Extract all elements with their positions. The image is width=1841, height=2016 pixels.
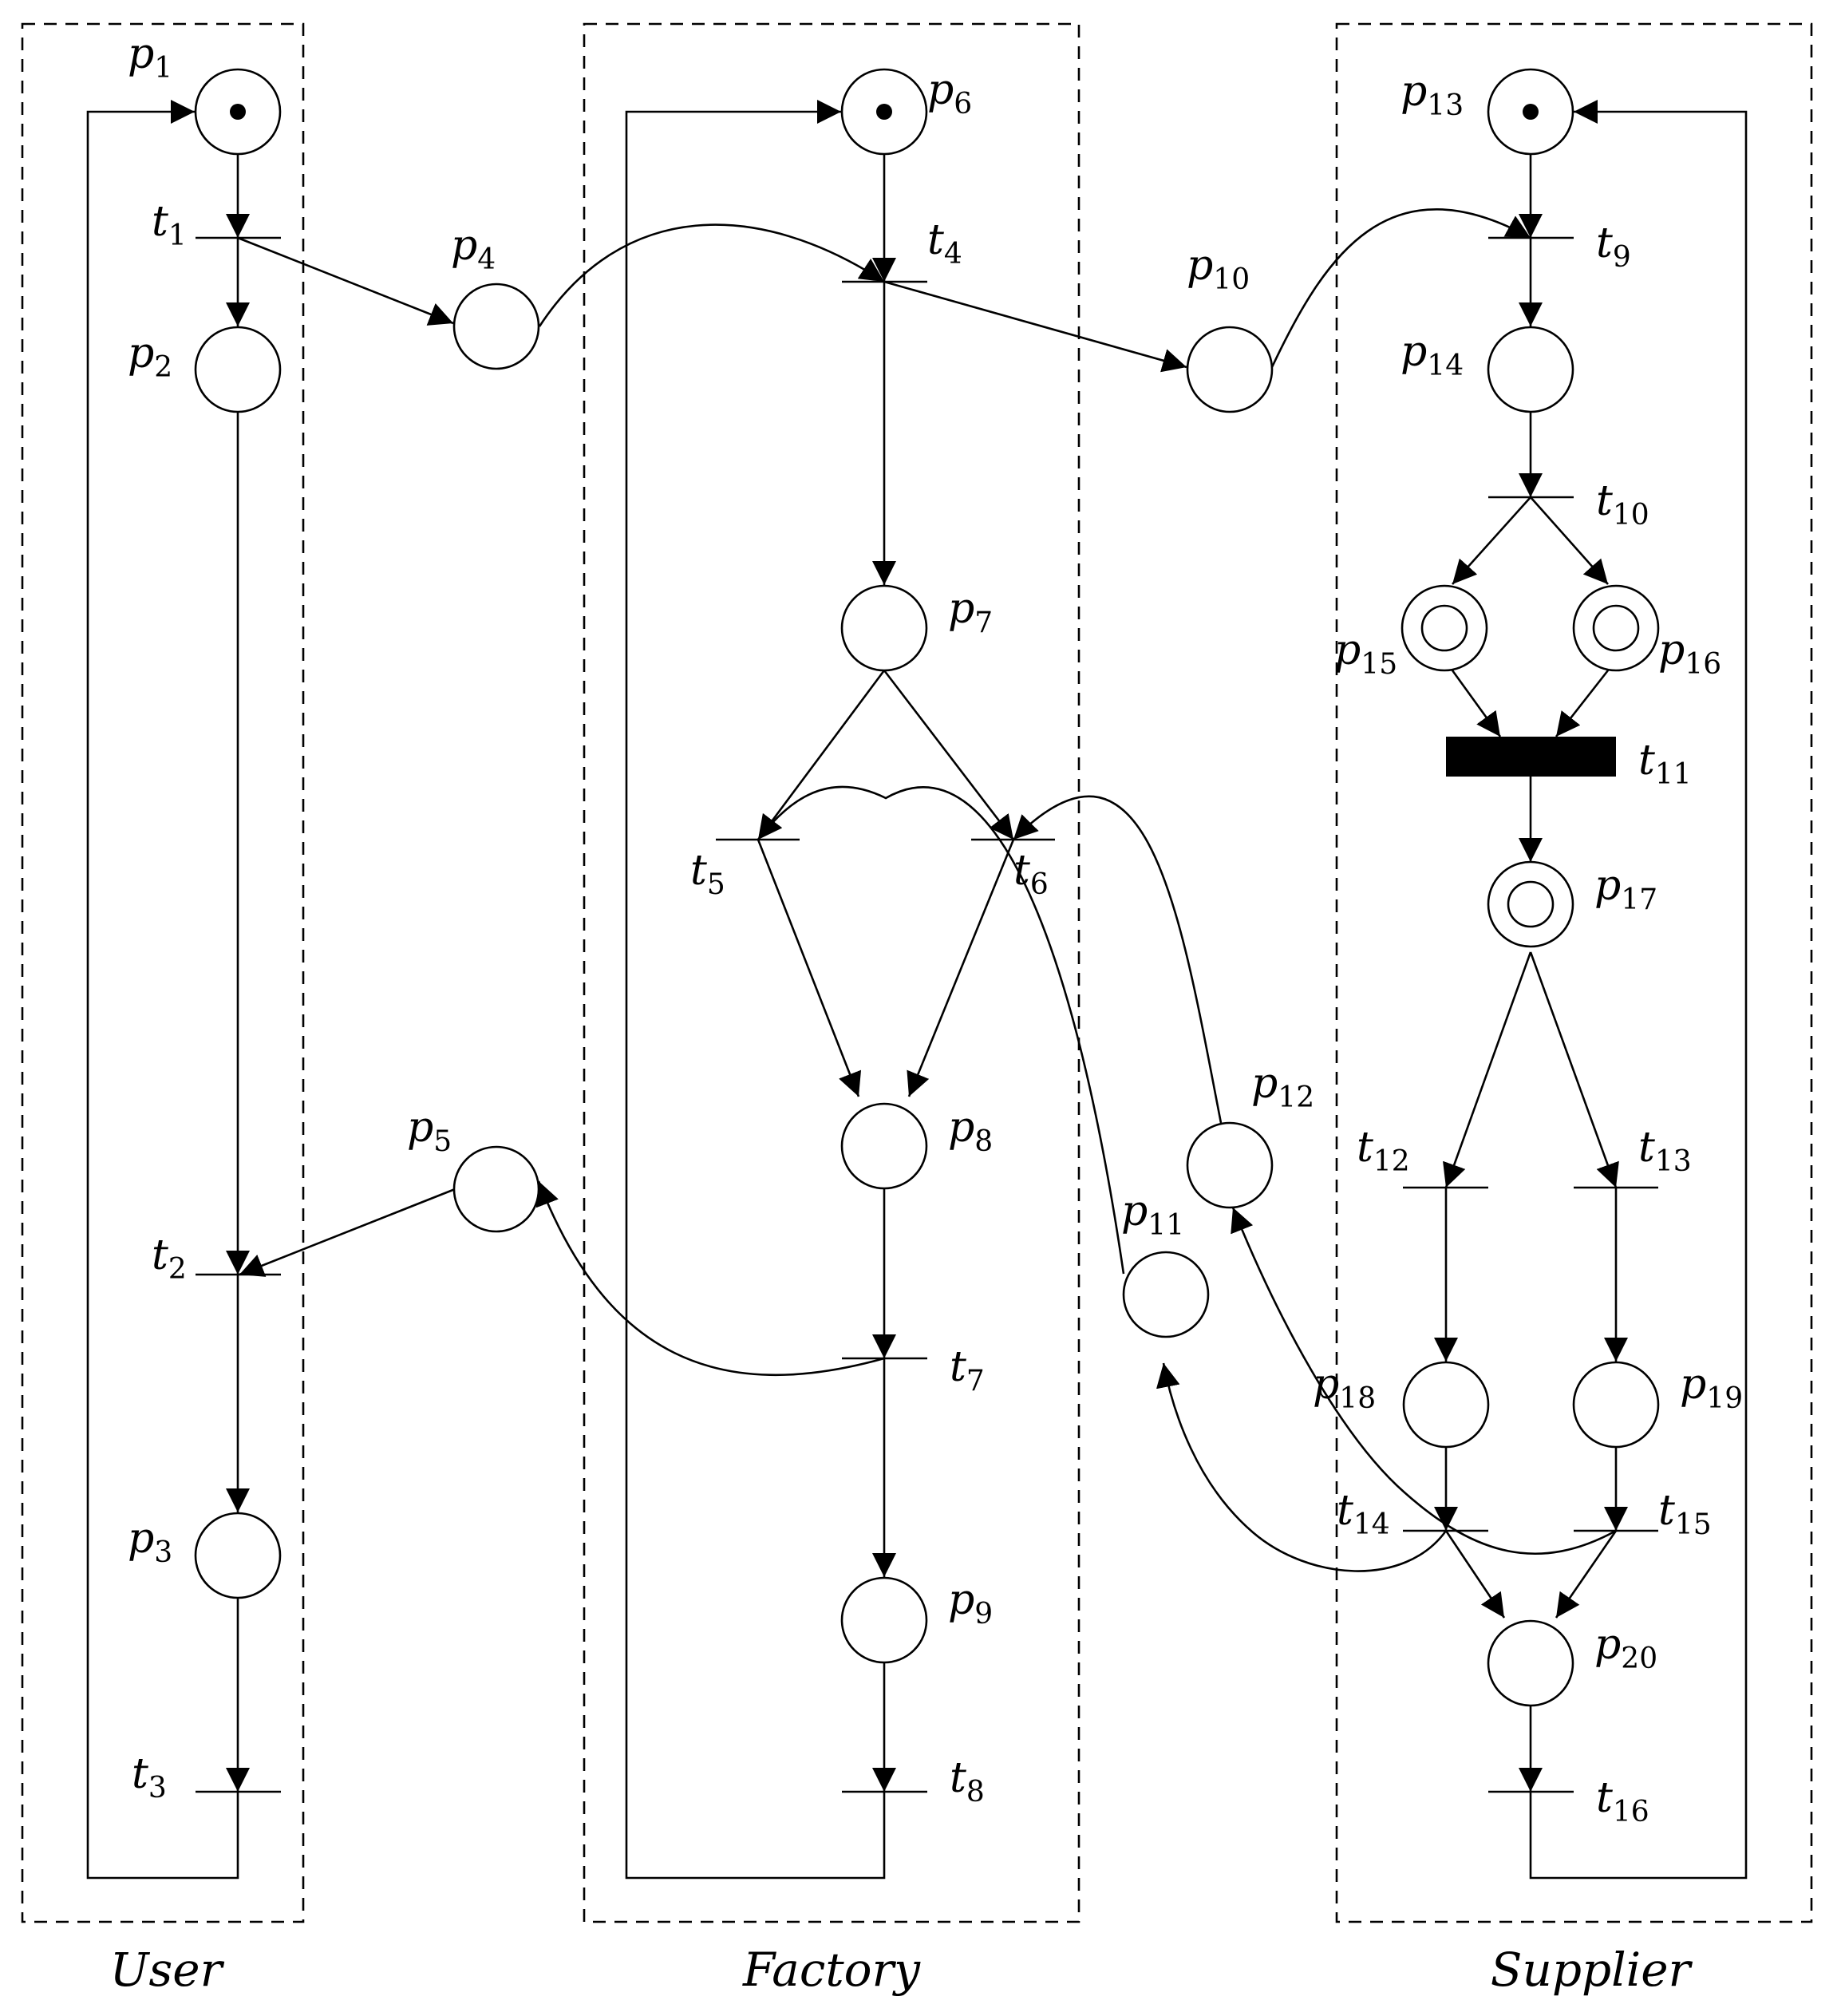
label-t6: t6 <box>1013 847 1049 901</box>
lane-caption-factory: Factory <box>742 1943 921 1997</box>
arc-p15-t11 <box>1451 670 1502 737</box>
transition-t11 <box>1446 737 1616 777</box>
place-p12 <box>1186 1121 1274 1209</box>
arc-t14-p11 <box>1156 1362 1448 1572</box>
arc-t5-p8 <box>757 839 862 1097</box>
label-p17: p17 <box>1594 862 1657 916</box>
label-p9: p9 <box>948 1576 993 1631</box>
arc-p12-t6 <box>1013 795 1223 1124</box>
arc-t6-p8 <box>907 839 1015 1097</box>
label-p8: p8 <box>948 1104 993 1158</box>
label-p19: p19 <box>1680 1361 1743 1415</box>
label-p2: p2 <box>128 330 172 384</box>
token-dot <box>876 104 892 120</box>
label-p16: p16 <box>1658 627 1721 681</box>
label-p5: p5 <box>407 1104 452 1158</box>
place-p17 <box>1487 860 1574 948</box>
arc-t4-p10 <box>883 280 1187 373</box>
place-p9 <box>840 1576 928 1664</box>
arc-t10-p15 <box>1452 496 1531 585</box>
label-p3: p3 <box>128 1515 172 1569</box>
label-t14: t14 <box>1337 1487 1390 1541</box>
arc-t7-p5 <box>535 1180 885 1377</box>
label-t11: t11 <box>1638 737 1692 791</box>
place-p4 <box>452 283 540 370</box>
place-p7 <box>840 584 928 672</box>
label-p11: p11 <box>1121 1188 1184 1242</box>
arc-p17-t13 <box>1529 951 1619 1188</box>
label-t16: t16 <box>1596 1774 1649 1828</box>
arc-p16-t11 <box>1555 670 1610 737</box>
arc-t1-p4 <box>237 236 454 326</box>
place-p13 <box>1487 68 1574 156</box>
token-dot <box>1523 104 1539 120</box>
lane-caption-supplier: Supplier <box>1491 1943 1693 1997</box>
lane-box-supplier <box>1335 22 1813 1923</box>
label-t1: t1 <box>152 198 187 252</box>
lane-box-user <box>21 22 305 1923</box>
label-p1: p1 <box>128 30 172 85</box>
place-p19 <box>1572 1361 1660 1449</box>
place-p6 <box>840 68 928 156</box>
label-p13: p13 <box>1401 68 1464 122</box>
place-p20 <box>1487 1619 1574 1707</box>
arc-p5-t2 <box>239 1188 456 1277</box>
arc-t16-p13 <box>1529 100 1748 1880</box>
token-dot <box>230 104 246 120</box>
arc-t15-p12 <box>1231 1207 1617 1555</box>
label-t7: t7 <box>950 1343 985 1397</box>
place-p11 <box>1122 1251 1210 1338</box>
label-p7: p7 <box>948 585 993 639</box>
label-t2: t2 <box>152 1231 187 1286</box>
arc-t3-p1 <box>86 100 239 1880</box>
label-t8: t8 <box>950 1754 985 1808</box>
arc-t14-p20 <box>1444 1530 1506 1619</box>
place-p3 <box>194 1512 282 1599</box>
arc-p7-t5 <box>757 670 886 840</box>
place-p15 <box>1401 584 1488 672</box>
place-p16 <box>1572 584 1660 672</box>
label-p20: p20 <box>1594 1621 1657 1675</box>
label-p15: p15 <box>1334 627 1397 681</box>
lane-caption-user: User <box>110 1943 225 1997</box>
arc-p7-t6 <box>883 670 1015 840</box>
label-p6: p6 <box>927 66 972 121</box>
label-t4: t4 <box>927 216 962 271</box>
arc-p10-t9 <box>1270 208 1531 368</box>
label-t9: t9 <box>1596 219 1631 274</box>
place-p1 <box>194 68 282 156</box>
label-t13: t13 <box>1638 1124 1692 1178</box>
label-t5: t5 <box>690 847 725 901</box>
arc-t10-p16 <box>1530 496 1609 585</box>
label-p10: p10 <box>1187 242 1250 296</box>
arc-t8-p6 <box>625 100 886 1880</box>
place-p8 <box>840 1102 928 1190</box>
place-p14 <box>1487 326 1574 413</box>
label-p12: p12 <box>1251 1060 1314 1114</box>
arc-p4-t4 <box>538 223 885 327</box>
place-p5 <box>452 1145 540 1233</box>
label-p4: p4 <box>451 222 496 276</box>
arc-p11-t5 <box>757 785 1125 1275</box>
place-p10 <box>1186 326 1274 413</box>
place-p2 <box>194 326 282 413</box>
label-t10: t10 <box>1596 477 1649 532</box>
arc-t15-p20 <box>1555 1530 1618 1619</box>
label-t12: t12 <box>1357 1124 1410 1178</box>
place-p18 <box>1402 1361 1490 1449</box>
label-p14: p14 <box>1401 328 1464 382</box>
label-p18: p18 <box>1313 1361 1376 1415</box>
label-t15: t15 <box>1658 1487 1712 1541</box>
lane-box-factory <box>583 22 1081 1923</box>
arc-p17-t12 <box>1443 951 1532 1188</box>
label-t3: t3 <box>132 1750 167 1805</box>
